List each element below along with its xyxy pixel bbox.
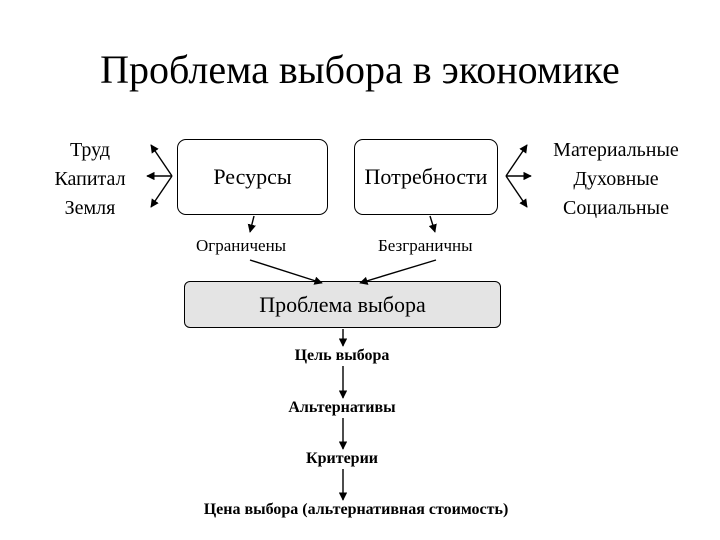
arrow-to-material <box>505 144 528 177</box>
resource-type-item: Капитал <box>54 168 126 190</box>
needs-types-list: Материальные Духовные Социальные <box>538 136 694 223</box>
choice-problem-box: Проблема выбора <box>184 281 501 328</box>
page-title: Проблема выбора в экономике <box>100 47 620 92</box>
resources-types-list: Труд Капитал Земля <box>38 136 142 223</box>
step-goal: Цель выбора <box>294 347 390 364</box>
limited-label: Ограничены <box>196 236 287 255</box>
arrow-to-unlimited <box>428 215 437 233</box>
need-type-item: Материальные <box>553 139 679 161</box>
choice-problem-label: Проблема выбора <box>259 291 426 317</box>
step-opportunity-cost: Цена выбора (альтернативная стоимость) <box>203 501 509 518</box>
need-type-item: Духовные <box>573 168 659 190</box>
resources-box-label: Ресурсы <box>213 164 292 189</box>
step-criteria: Критерии <box>305 450 378 467</box>
needs-box-label: Потребности <box>364 164 488 189</box>
need-type-item: Социальные <box>563 197 669 219</box>
arrow-to-limited <box>247 215 256 233</box>
arrow-to-labor <box>150 144 173 177</box>
arrow-limited-to-problem <box>249 259 323 285</box>
needs-box: Потребности <box>354 139 498 215</box>
resource-type-item: Труд <box>69 139 111 161</box>
resource-type-item: Земля <box>64 197 116 219</box>
unlimited-label: Безграничны <box>378 236 473 255</box>
arrow-unlimited-to-problem <box>359 259 437 285</box>
arrow-to-land <box>150 175 173 208</box>
arrow-to-social <box>505 175 528 208</box>
step-alternatives: Альтернативы <box>288 399 396 416</box>
resources-box: Ресурсы <box>177 139 328 215</box>
